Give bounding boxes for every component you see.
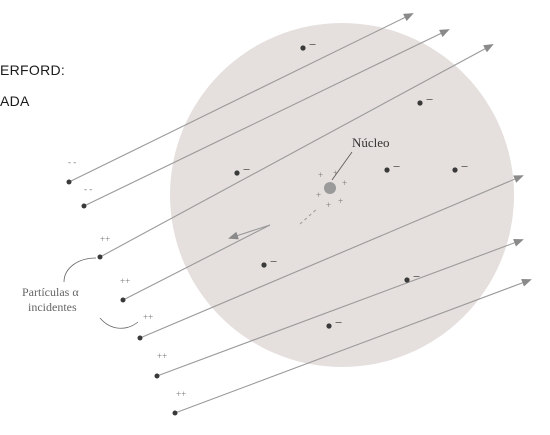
svg-text:−: − — [461, 159, 468, 174]
electron: − — [300, 37, 316, 52]
incident-leader-upper — [63, 257, 97, 283]
alpha-charge-label: - - — [84, 184, 92, 194]
svg-text:−: − — [393, 159, 400, 174]
alpha-dot — [97, 254, 103, 260]
svg-text:−: − — [270, 254, 277, 269]
trajectory-2 — [83, 29, 450, 207]
title-line-1: ERFORD: — [0, 62, 66, 78]
electron: − — [452, 159, 468, 174]
alpha-charge-label: ++ — [100, 234, 110, 244]
trajectory-3 — [99, 44, 494, 258]
nucleus-pointer — [331, 151, 353, 181]
electron: − — [404, 269, 420, 284]
svg-text:+: + — [316, 190, 321, 200]
svg-text:+: + — [342, 178, 347, 188]
alpha-charge-label: ++ — [120, 276, 130, 286]
svg-text:−: − — [335, 315, 342, 330]
trajectory-7 — [174, 279, 532, 414]
alpha-dot — [66, 179, 72, 185]
trajectory-5 — [139, 175, 524, 339]
alpha-charge-label: - - — [68, 157, 76, 167]
nucleus-dot — [324, 182, 336, 194]
svg-text:+: + — [338, 196, 343, 206]
alpha-charge-label: ++ — [176, 389, 186, 399]
alpha-dot — [120, 297, 126, 303]
alpha-dot — [137, 335, 143, 341]
trajectory-1 — [68, 13, 414, 183]
svg-text:−: − — [243, 162, 250, 177]
title-line-2: ADA — [0, 93, 30, 109]
alpha-charge-label: ++ — [157, 351, 167, 361]
electron: − — [384, 159, 400, 174]
alpha-dot — [154, 373, 160, 379]
electrons: − − − − − − − − — [234, 37, 468, 330]
atom-sphere — [170, 23, 514, 367]
svg-text:−: − — [413, 269, 420, 284]
nucleus-label: Núcleo — [352, 135, 390, 150]
incident-label-line-2: incidentes — [28, 300, 77, 314]
trajectories — [68, 13, 532, 414]
alpha-dot — [81, 203, 87, 209]
svg-text:−: − — [309, 37, 316, 52]
incident-label-line-1: Partículas α — [22, 285, 79, 299]
nucleus-charges: + + + + + + — [316, 168, 347, 210]
trajectory-4-backscatter — [122, 224, 271, 301]
alpha-dot — [172, 410, 178, 416]
svg-text:−: − — [426, 92, 433, 107]
incident-leader-lower — [99, 317, 139, 329]
alpha-dots — [66, 179, 178, 416]
electron: − — [326, 315, 342, 330]
alpha-charge-label: ++ — [143, 312, 153, 322]
trajectory-6 — [156, 239, 524, 377]
electron: − — [417, 92, 433, 107]
deflection-dash — [299, 207, 319, 225]
electron: − — [261, 254, 277, 269]
svg-text:+: + — [326, 200, 331, 210]
electron: − — [234, 162, 250, 177]
svg-text:+: + — [333, 168, 338, 178]
svg-text:+: + — [318, 170, 323, 180]
